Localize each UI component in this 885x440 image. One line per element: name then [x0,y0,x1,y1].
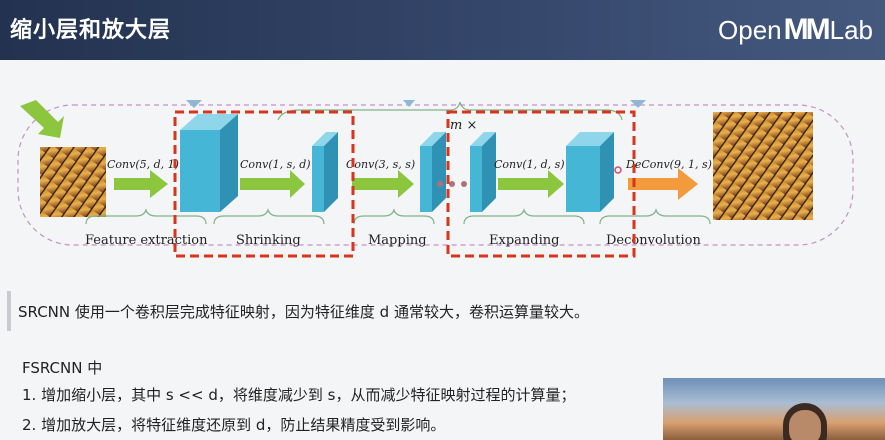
cube-expanding [566,132,622,212]
op-label-conv4: Conv(1, d, s) [494,158,565,171]
cube-feature-extraction [180,114,238,212]
arrow-conv2 [240,170,305,198]
brace-expanding [463,208,585,225]
pipeline-outline [17,104,854,246]
op-label-conv3: Conv(3, s, s) [346,158,415,171]
brace-shrinking [213,208,325,225]
cube-mapping-1 [420,132,446,212]
op-label-conv2: Conv(1, s, d) [240,158,311,171]
logo-text-open: Open [718,14,782,45]
op-label-conv1: Conv(5, d, 1) [107,158,179,171]
slide-title: 缩小层和放大层 [10,18,172,43]
brace-mapping [353,208,435,225]
list-item: 1. 增加缩小层，其中 s << d，将维度减少到 s，从而减少特征映射过程的计… [22,386,576,404]
logo-text-lab: Lab [829,14,873,45]
fsrcnn-heading: FSRCNN 中 [22,359,103,377]
arrow-deconv [628,168,698,200]
pointer-arrow [20,100,64,138]
arrow-conv4 [498,170,564,198]
output-image [713,112,813,220]
presenter-webcam [663,378,885,440]
list-item: 2. 增加放大层，将特征维度还原到 d，防止结果精度受到影响。 [22,416,446,434]
arrow-conv1 [114,170,168,198]
arrow-conv3 [352,170,414,198]
ellipsis-dot [461,181,467,187]
ellipsis-dot [449,181,455,187]
top-marker [186,100,202,108]
fsrcnn-architecture-diagram: m × Conv(5, d, 1) Conv(1, s, d) Conv(3, … [17,100,854,258]
cube-shrinking [312,132,338,212]
stage-label-feature-extraction: Feature extraction [85,233,208,248]
brace-feature-extraction [85,208,207,225]
op-label-deconv: DeConv(9, 1, s) [625,158,712,171]
top-marker [630,100,646,108]
stage-label-mapping: Mapping [368,233,427,248]
note-callout: SRCNN 使用一个卷积层完成特征映射，因为特征维度 d 通常较大，卷积运算量较… [0,291,885,331]
openmmlab-logo: Open MM Lab [718,13,873,46]
stage-label-shrinking: Shrinking [236,233,301,248]
repeat-label: m × [450,118,477,133]
note-accent-bar [7,291,11,331]
top-marker [403,100,415,107]
cube-mapping-2 [470,132,496,212]
highlight-box-expanding [446,110,636,258]
input-image [40,147,106,217]
brace-deconvolution [599,208,711,225]
logo-text-mm: MM [783,13,831,46]
highlight-box-shrinking [173,110,355,258]
slide-header: 缩小层和放大层 Open MM Lab [0,0,885,60]
stage-label-deconvolution: Deconvolution [606,233,702,248]
stage-label-expanding: Expanding [489,233,559,248]
ellipsis-dot [437,181,443,187]
presenter-face [789,410,821,440]
note-text: SRCNN 使用一个卷积层完成特征映射，因为特征维度 d 通常较大，卷积运算量较… [18,303,589,321]
